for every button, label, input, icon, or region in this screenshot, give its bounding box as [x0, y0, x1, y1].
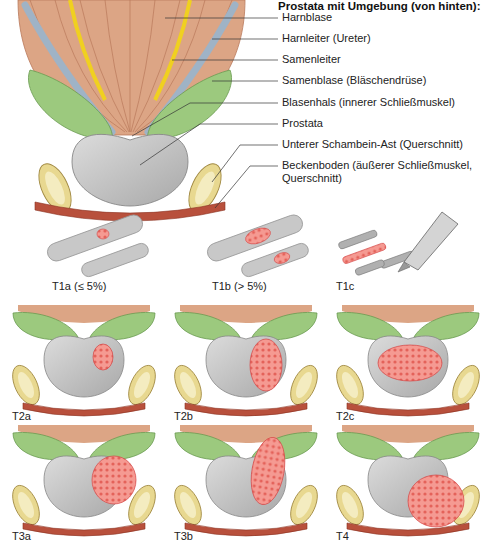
- vas-deferens: [155, 0, 190, 100]
- stage-t2a: [7, 305, 161, 416]
- leader-line: [212, 145, 278, 182]
- stage-t2b: [169, 305, 323, 416]
- tissue-chips-t1b: [205, 212, 310, 278]
- tumor: [250, 339, 282, 391]
- leader-line: [132, 103, 278, 136]
- seminal-vesicle: [28, 70, 112, 140]
- pubic-bone-inner: [191, 169, 219, 208]
- leader-line: [212, 39, 278, 40]
- svg-use: [169, 425, 323, 536]
- part-label: Samenblase (Bläschendrüse): [282, 74, 492, 87]
- stage-label: T2a: [12, 410, 31, 423]
- part-label: Beckenboden (äußerer Schließmuskel, Quer…: [282, 159, 478, 185]
- pubic-bone-inner: [41, 169, 69, 208]
- part-label: Samenleiter: [282, 53, 492, 66]
- svg-use: [169, 305, 323, 416]
- part-label: Harnblase: [282, 11, 492, 24]
- stage-label: T3a: [12, 530, 31, 543]
- stage-label: T1b (> 5%): [212, 280, 267, 293]
- stage-label: T2c: [336, 410, 354, 423]
- leader-line: [215, 166, 278, 208]
- leader-line: [212, 81, 278, 82]
- part-label: Unterer Schambein-Ast (Querschnitt): [282, 138, 492, 151]
- tumor: [378, 345, 442, 381]
- svg-use: [7, 305, 161, 416]
- stage-t2c: [331, 305, 485, 416]
- leader-lines: [132, 18, 278, 208]
- pelvis-illustration: [18, 0, 245, 221]
- svg-path: [105, 0, 130, 132]
- svg-use: [331, 305, 485, 416]
- stage-label: T4: [336, 530, 349, 543]
- biopsy-core: [355, 259, 386, 276]
- leader-line: [140, 124, 278, 165]
- stage-label: T2b: [174, 410, 193, 423]
- leader-line: [165, 18, 278, 19]
- part-label: Blasenhals (innerer Schließmuskel): [282, 96, 492, 109]
- stage-t3a: [7, 425, 161, 536]
- svg-path: [130, 0, 131, 132]
- stage-t3b: [169, 425, 323, 536]
- biopsy-needle: [404, 212, 458, 270]
- tissue-chip: [240, 241, 311, 278]
- tumor: [92, 456, 136, 504]
- svg-use: [331, 425, 485, 536]
- tumor: [97, 229, 109, 239]
- prostate: [72, 134, 188, 206]
- part-label: Prostata: [282, 117, 492, 130]
- stage-t4: [331, 425, 485, 536]
- vas-deferens: [70, 0, 105, 100]
- tissue-chips-t1a: [45, 212, 150, 278]
- seminal-vesicle: [148, 70, 232, 140]
- stage-label: T1a (≤ 5%): [52, 280, 106, 293]
- tissue-chip: [80, 241, 151, 278]
- needle-tip: [398, 262, 410, 272]
- stage-label: T1c: [336, 280, 354, 293]
- part-label: Harnleiter (Ureter): [282, 32, 492, 45]
- svg-use: [7, 425, 161, 536]
- tumor: [246, 435, 289, 508]
- leader-line: [172, 60, 278, 61]
- tumor: [243, 225, 272, 247]
- tumor: [273, 251, 291, 266]
- stage-label: T3b: [174, 530, 193, 543]
- tumor: [93, 344, 113, 370]
- biopsy-t1c: [338, 212, 458, 276]
- tumor: [408, 475, 464, 527]
